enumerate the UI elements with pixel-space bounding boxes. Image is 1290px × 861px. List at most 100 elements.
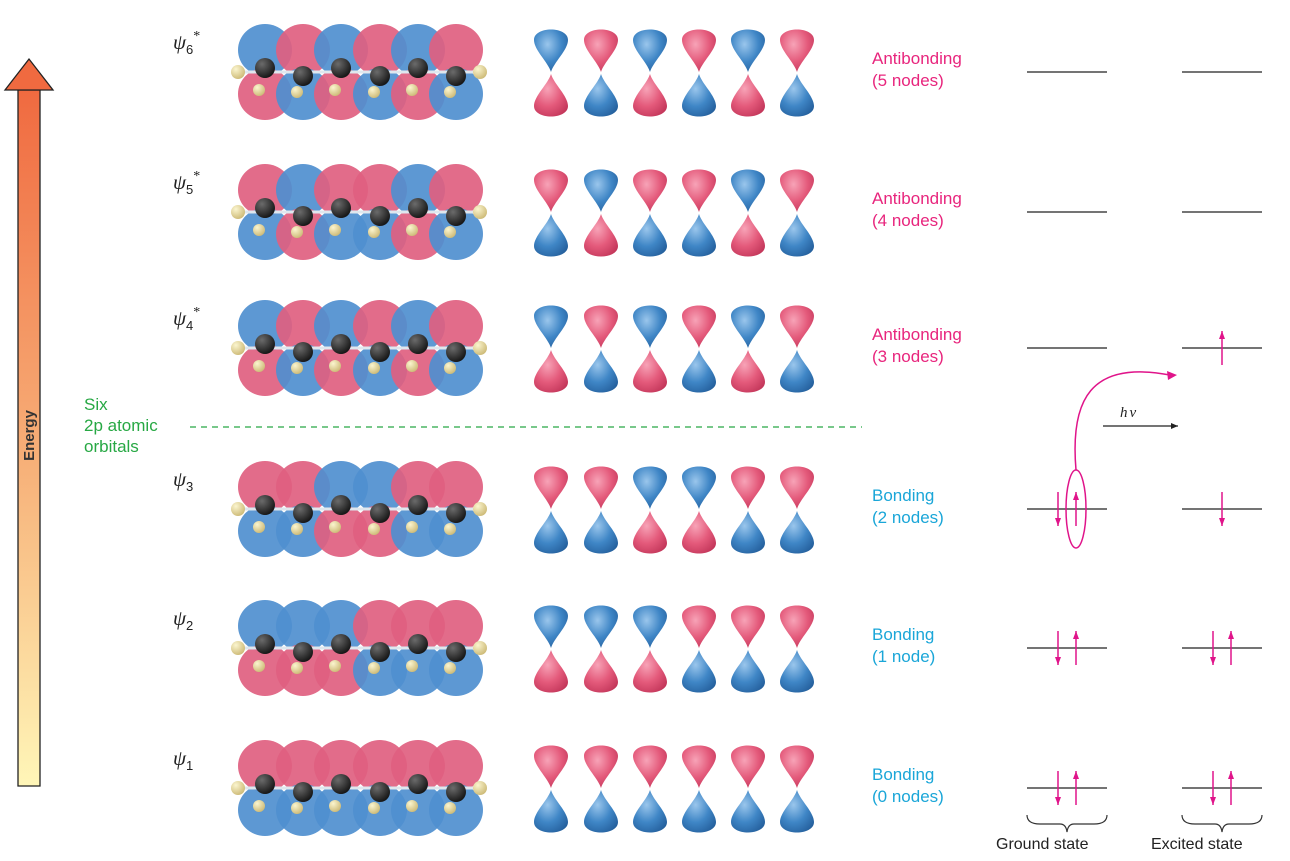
p-orbital-top-lobe [731, 605, 765, 648]
hydrogen-atom [406, 84, 418, 96]
orbital-row-3 [231, 461, 1262, 557]
p-orbital-bottom-lobe [584, 790, 618, 833]
hydrogen-atom [444, 662, 456, 674]
p-orbital-bottom-lobe [534, 214, 568, 257]
p-orbital-bottom-lobe [780, 650, 814, 693]
p-orbital-top-lobe [633, 305, 667, 348]
p-orbital-bottom-lobe [584, 350, 618, 393]
orbital-psi-label: ψ3 [173, 467, 194, 494]
mo-lobe-top [353, 600, 407, 652]
mo-lobe-bottom [238, 68, 292, 120]
mo-lobe-bottom [353, 68, 407, 120]
orbital-node-count: (2 nodes) [872, 508, 944, 527]
p-orbital-top-lobe [731, 466, 765, 509]
orbital-psi-label: ψ1 [173, 746, 194, 773]
mo-lobe-top [238, 24, 292, 76]
carbon-atom [331, 334, 351, 354]
carbon-atom [293, 503, 313, 523]
p-orbital-top-lobe [780, 466, 814, 509]
hydrogen-atom [406, 224, 418, 236]
p-orbital-top-lobe [731, 745, 765, 788]
p-orbital-top-lobe [731, 305, 765, 348]
hydrogen-atom [291, 523, 303, 535]
orbital-type-label: Antibonding(3 nodes) [872, 324, 962, 368]
excited-electron-down-head [1219, 518, 1225, 526]
p-orbital-top-lobe [682, 29, 716, 72]
hydrogen-atom [368, 662, 380, 674]
carbon-atom [370, 206, 390, 226]
hydrogen-atom [253, 224, 265, 236]
mo-lobe-bottom [314, 344, 368, 396]
ground-electron-up-head [1073, 771, 1079, 779]
carbon-atom [255, 774, 275, 794]
mo-lobe-bottom [314, 644, 368, 696]
p-orbital-top-lobe [633, 745, 667, 788]
p-orbital-top-lobe [682, 745, 716, 788]
p-orbital-top-lobe [780, 169, 814, 212]
carbon-atom [446, 503, 466, 523]
mo-lobe-bottom [276, 344, 330, 396]
hydrogen-atom [291, 362, 303, 374]
carbon-atom [255, 495, 275, 515]
mo-lobe-top [391, 164, 445, 216]
hydrogen-atom [329, 224, 341, 236]
hydrogen-atom [444, 86, 456, 98]
hydrogen-atom [473, 65, 487, 79]
hydrogen-atom [253, 84, 265, 96]
mo-lobe-top [314, 164, 368, 216]
mo-lobe-bottom [353, 784, 407, 836]
carbon-atom [408, 495, 428, 515]
p-orbital-bottom-lobe [633, 350, 667, 393]
orbital-type: Bonding [872, 625, 935, 644]
mo-lobe-top [314, 461, 368, 513]
hydrogen-atom [291, 662, 303, 674]
carbon-atom [446, 642, 466, 662]
mo-lobe-bottom [276, 644, 330, 696]
mo-lobe-top [353, 164, 407, 216]
orbital-type: Bonding [872, 486, 935, 505]
p-orbital-top-lobe [584, 305, 618, 348]
orbital-node-count: (3 nodes) [872, 347, 944, 366]
carbon-atom [293, 66, 313, 86]
p-orbital-top-lobe [633, 29, 667, 72]
orbital-type-label: Bonding (2 nodes) [872, 485, 944, 529]
orbital-type-label: Bonding(1 node) [872, 624, 935, 668]
orbital-node-count: (4 nodes) [872, 211, 944, 230]
promotion-curve-head [1167, 371, 1177, 380]
mo-lobe-top [429, 164, 483, 216]
orbital-psi-label: ψ6* [173, 29, 201, 57]
mo-lobe-top [276, 600, 330, 652]
mo-lobe-top [238, 461, 292, 513]
hydrogen-atom [473, 781, 487, 795]
carbon-atom [293, 642, 313, 662]
p-orbital-bottom-lobe [633, 74, 667, 117]
p-orbital-top-lobe [731, 29, 765, 72]
mo-lobe-bottom [238, 344, 292, 396]
mo-lobe-bottom [314, 68, 368, 120]
p-orbital-bottom-lobe [731, 350, 765, 393]
mo-lobe-top [429, 300, 483, 352]
mo-lobe-bottom [276, 784, 330, 836]
carbon-atom [331, 198, 351, 218]
p-orbital-bottom-lobe [731, 511, 765, 554]
p-orbital-top-lobe [682, 466, 716, 509]
mo-lobe-top [276, 740, 330, 792]
p-orbital-top-lobe [534, 605, 568, 648]
mo-lobe-bottom [391, 644, 445, 696]
mo-lobe-bottom [276, 208, 330, 260]
p-orbital-top-lobe [682, 605, 716, 648]
orbital-psi-label: ψ4* [173, 305, 201, 333]
mo-lobe-top [276, 24, 330, 76]
mo-lobe-bottom [429, 784, 483, 836]
carbon-atom [408, 774, 428, 794]
p-orbital-top-lobe [584, 466, 618, 509]
hydrogen-atom [231, 781, 245, 795]
p-orbital-top-lobe [534, 466, 568, 509]
mo-lobe-bottom [391, 68, 445, 120]
carbon-atom [446, 66, 466, 86]
mo-lobe-bottom [238, 505, 292, 557]
carbon-atom [370, 642, 390, 662]
hydrogen-atom [368, 362, 380, 374]
